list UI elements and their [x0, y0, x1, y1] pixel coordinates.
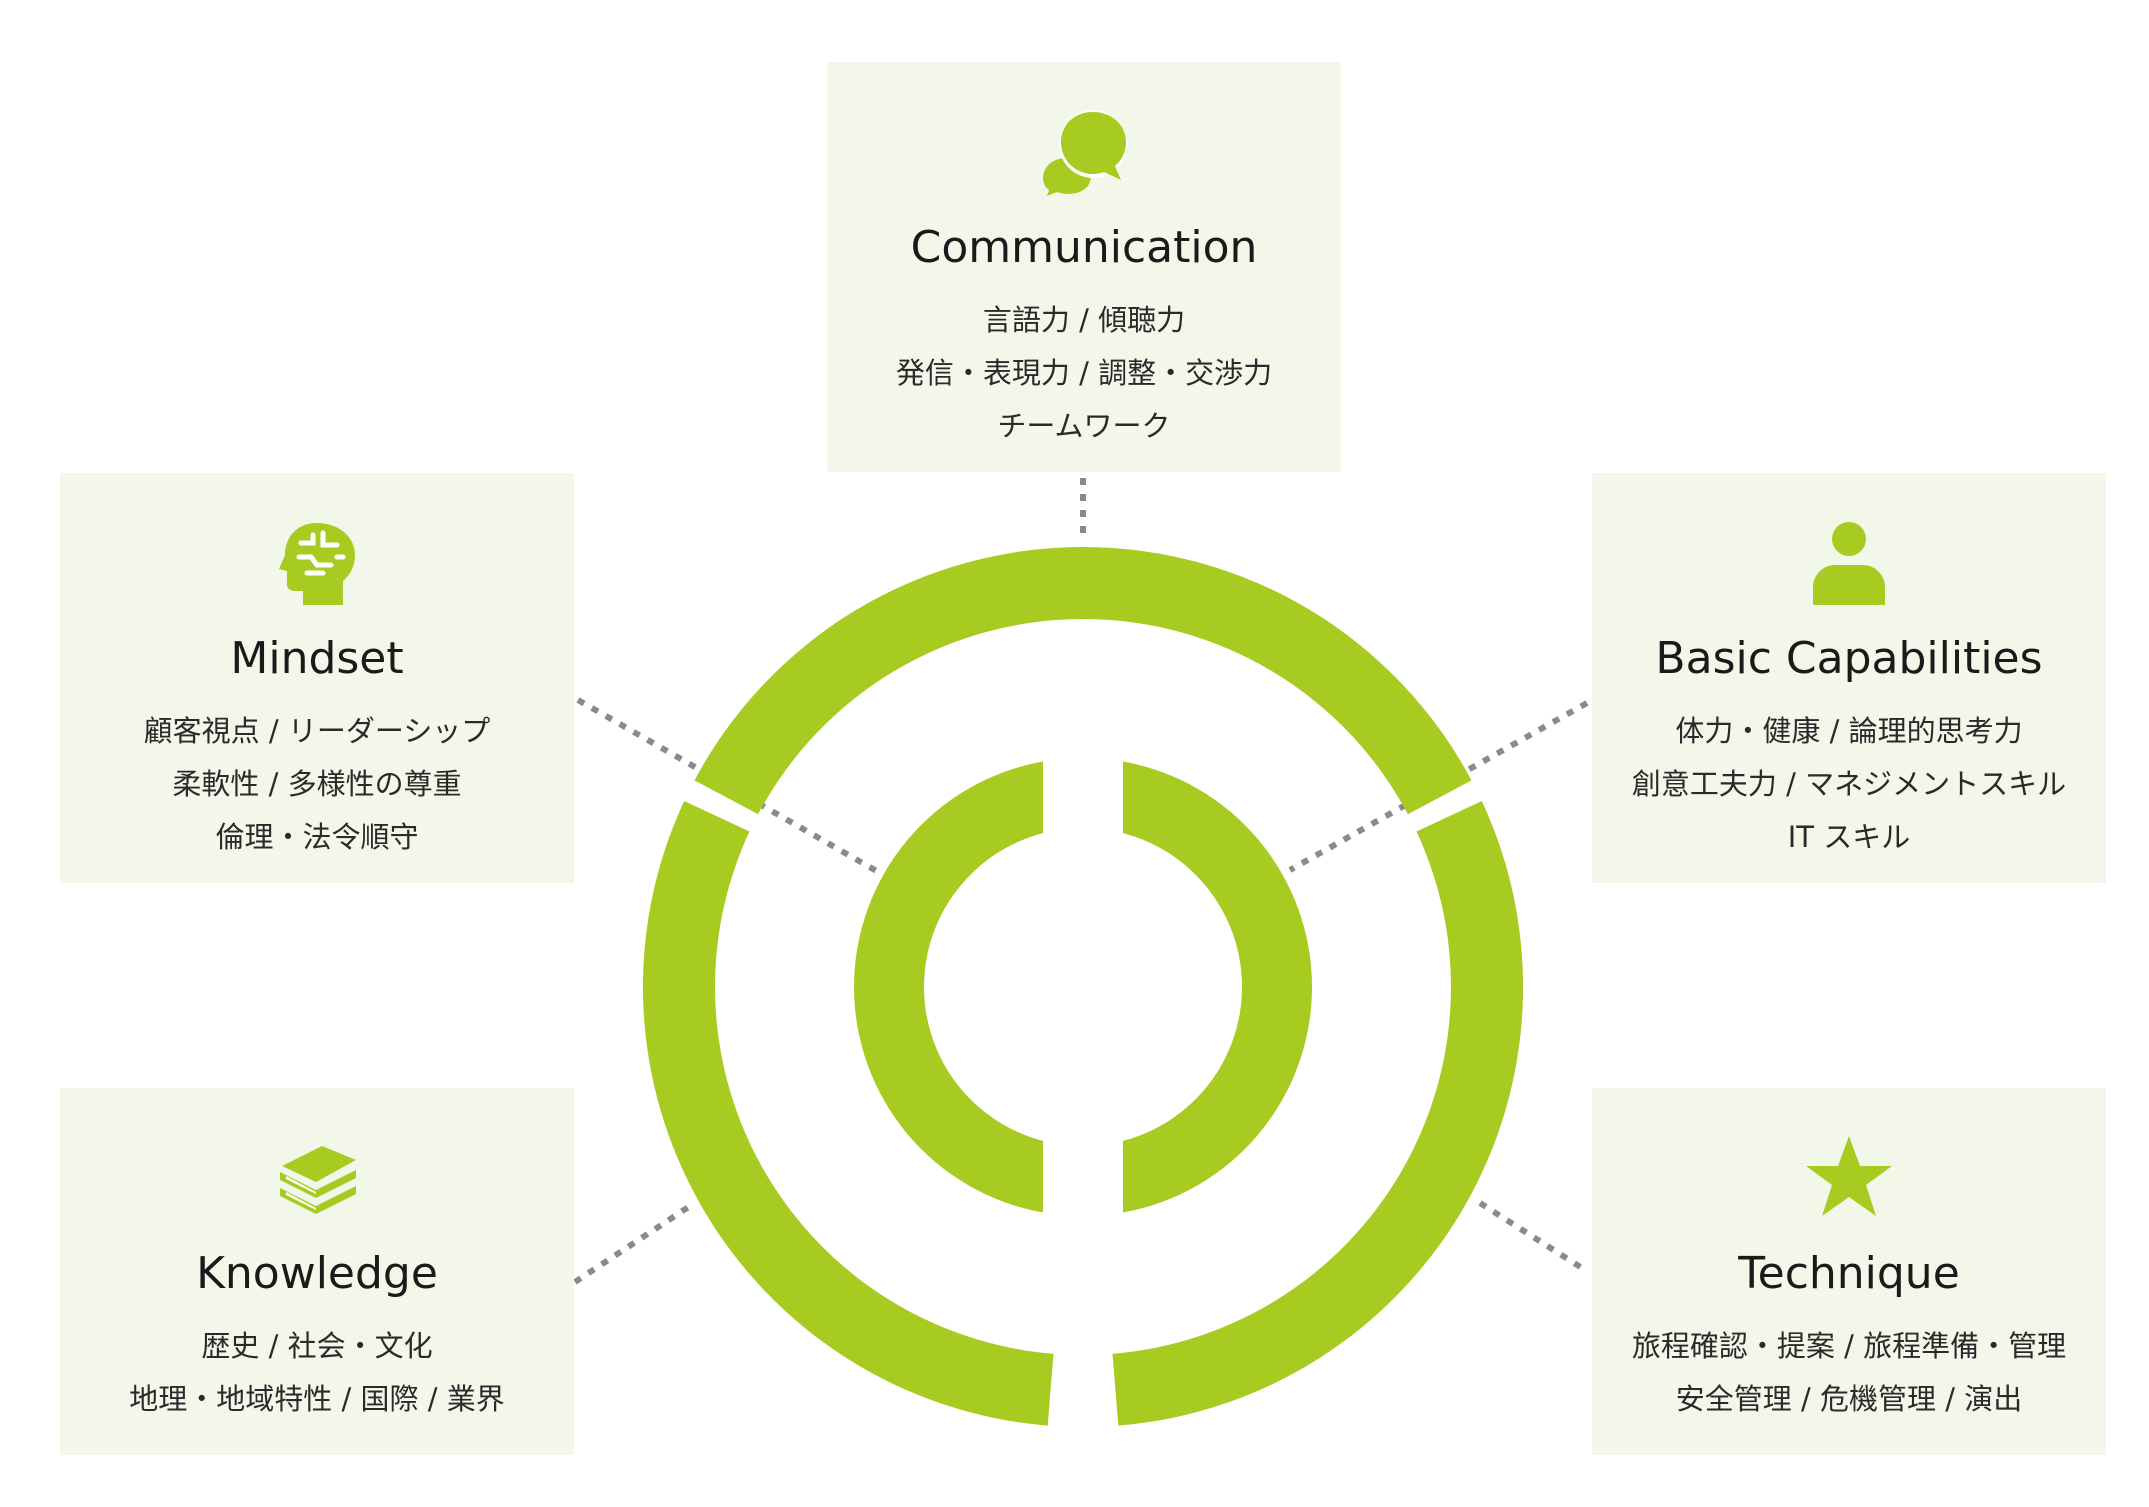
skill-item: 地理・地域特性 / 国際 / 業界 — [129, 1382, 505, 1416]
star-icon — [1592, 1132, 2106, 1224]
outer-ring-top-arc — [694, 546, 1472, 815]
skill-item: 歴史 / 社会・文化 — [201, 1329, 433, 1363]
card-mindset: Mindset 顧客視点 / リーダーシップ 柔軟性 / 多様性の尊重 倫理・法… — [60, 473, 574, 883]
skill-item: IT スキル — [1787, 820, 1911, 854]
connector-technique — [1478, 1200, 1587, 1273]
connector-lines — [573, 478, 1589, 1285]
card-title: Communication — [910, 222, 1258, 273]
outer-ring-left-arc — [642, 801, 1054, 1426]
skill-list: 顧客視点 / リーダーシップ 柔軟性 / 多様性の尊重 倫理・法令順守 — [60, 705, 574, 864]
card-basic-capabilities: Basic Capabilities 体力・健康 / 論理的思考力 創意工夫力 … — [1592, 473, 2106, 883]
skill-item: 倫理・法令順守 — [215, 820, 419, 854]
rings — [642, 546, 1524, 1426]
books-icon — [60, 1132, 574, 1224]
skill-list: 旅程確認・提案 / 旅程準備・管理 安全管理 / 危機管理 / 演出 — [1592, 1320, 2106, 1426]
brain-head-icon — [60, 517, 574, 609]
inner-ring-right-arc — [1123, 761, 1313, 1213]
card-technique: Technique 旅程確認・提案 / 旅程準備・管理 安全管理 / 危機管理 … — [1592, 1088, 2106, 1455]
skill-item: 柔軟性 / 多様性の尊重 — [172, 767, 462, 801]
card-title: Mindset — [230, 633, 404, 684]
skill-item: チームワーク — [997, 409, 1171, 443]
skill-item: 発信・表現力 / 調整・交渉力 — [895, 356, 1273, 390]
skill-item: 創意工夫力 / マネジメントスキル — [1631, 767, 2067, 801]
card-knowledge: Knowledge 歴史 / 社会・文化 地理・地域特性 / 国際 / 業界 — [60, 1088, 574, 1455]
card-title: Knowledge — [196, 1248, 438, 1299]
skill-item: 安全管理 / 危機管理 / 演出 — [1675, 1382, 2023, 1416]
skill-list: 歴史 / 社会・文化 地理・地域特性 / 国際 / 業界 — [60, 1320, 574, 1426]
skill-item: 体力・健康 / 論理的思考力 — [1675, 714, 2023, 748]
skill-item: 旅程確認・提案 / 旅程準備・管理 — [1631, 1329, 2067, 1363]
speech-bubbles-icon — [827, 106, 1341, 198]
skill-list: 言語力 / 傾聴力 発信・表現力 / 調整・交渉力 チームワーク — [827, 294, 1341, 453]
card-title: Basic Capabilities — [1655, 633, 2043, 684]
outer-ring-right-arc — [1112, 801, 1524, 1426]
connector-knowledge — [573, 1203, 692, 1285]
connector-mindset — [576, 697, 882, 876]
card-communication: Communication 言語力 / 傾聴力 発信・表現力 / 調整・交渉力 … — [827, 62, 1341, 472]
skill-list: 体力・健康 / 論理的思考力 創意工夫力 / マネジメントスキル IT スキル — [1592, 705, 2106, 864]
skill-item: 顧客視点 / リーダーシップ — [143, 714, 491, 748]
skill-item: 言語力 / 傾聴力 — [982, 303, 1186, 337]
person-icon — [1592, 517, 2106, 609]
card-title: Technique — [1738, 1248, 1960, 1299]
inner-ring-left-arc — [853, 761, 1043, 1213]
